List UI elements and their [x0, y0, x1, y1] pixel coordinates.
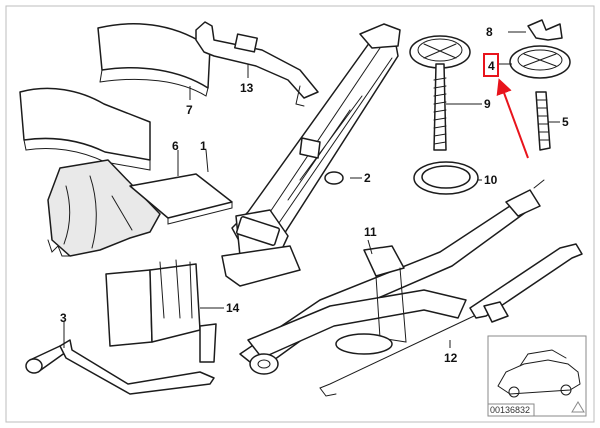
- highlight-arrow: [496, 78, 529, 159]
- car-thumbnail: [497, 349, 581, 398]
- callout-1: 1: [200, 139, 207, 153]
- callout-2: 2: [364, 171, 371, 185]
- leader-lines: [63, 31, 560, 348]
- part-11-scissor-jack[interactable]: [239, 179, 545, 375]
- callout-5: 5: [562, 115, 569, 129]
- callout-14: 14: [226, 301, 240, 315]
- diagram-frame: [5, 5, 595, 423]
- part-4-disc[interactable]: [509, 45, 571, 79]
- part-2-jack[interactable]: [221, 23, 401, 287]
- part-9-spindle[interactable]: [409, 35, 471, 151]
- reference-code: 00136832: [490, 405, 530, 415]
- callout-11: 11: [364, 225, 377, 239]
- callout-labels: 1 2 3 4 5 6 7 8 9 10 11 12 13 14: [60, 25, 569, 365]
- callout-4: 4: [488, 59, 495, 73]
- part-8-wing-nut[interactable]: [527, 19, 563, 41]
- part-10-ring[interactable]: [413, 161, 479, 195]
- reference-inset: 00136832: [487, 335, 587, 417]
- callout-8: 8: [486, 25, 493, 39]
- part-3-wheel-brace[interactable]: [25, 339, 215, 395]
- callout-12: 12: [444, 351, 458, 365]
- part-12-crank[interactable]: [319, 243, 583, 397]
- callout-9: 9: [484, 97, 491, 111]
- part-7-pads[interactable]: [19, 23, 211, 171]
- part-1-mat[interactable]: [129, 173, 233, 225]
- callout-7: 7: [186, 103, 193, 117]
- part-5-bolt[interactable]: [535, 91, 551, 151]
- part-13-bracket[interactable]: [195, 21, 319, 107]
- part-6-tray[interactable]: [47, 159, 161, 257]
- callout-6: 6: [172, 139, 179, 153]
- callout-13: 13: [240, 81, 254, 95]
- callout-10: 10: [484, 173, 498, 187]
- warning-triangle-icon: [571, 401, 585, 413]
- callout-3: 3: [60, 311, 67, 325]
- callout-4-highlight-box: [483, 53, 499, 77]
- part-14-holder[interactable]: [105, 259, 217, 363]
